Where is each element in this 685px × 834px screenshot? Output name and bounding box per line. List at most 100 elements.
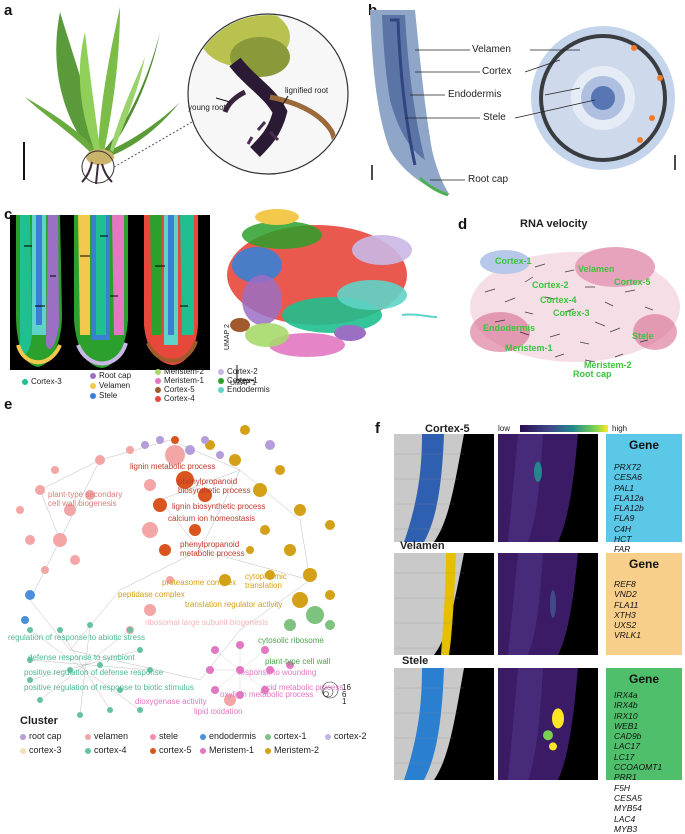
- root-section-images: [370, 10, 676, 197]
- f-cluster-highlight-image: [394, 434, 494, 542]
- legend-label: Meristem-1: [164, 376, 205, 385]
- legend-swatch: [155, 377, 161, 384]
- gene-box-title: Gene: [628, 672, 659, 686]
- legend-swatch: [218, 377, 224, 384]
- go-term-acid-meta: acid metabolic process: [262, 683, 344, 692]
- rna-velocity-title: RNA velocity: [520, 218, 588, 230]
- go-term-cytosolic: cytosolic ribosome: [258, 636, 324, 645]
- legend-swatch: [155, 395, 161, 402]
- legend-label: Endodermis: [227, 385, 270, 394]
- legend-label: Cortex-3: [31, 377, 62, 386]
- gene-name: IRX4b: [614, 700, 638, 711]
- go-term-plant-secondary: plant-type secondary cell wall biogenesi…: [48, 490, 123, 508]
- stele-label: Stele: [483, 112, 506, 123]
- endodermis-label: Endodermis: [448, 89, 502, 100]
- cluster-legend-item: endodermis: [200, 731, 256, 741]
- gene-name: IRX10: [614, 710, 638, 721]
- gene-name: PRR1: [614, 772, 637, 783]
- cortex-label: Cortex: [482, 66, 512, 77]
- cluster-label: stele: [159, 731, 179, 741]
- gene-name: MYB54: [614, 803, 642, 814]
- young-root-label: young root: [188, 103, 226, 112]
- go-term-pos-biotic-response: positive regulation of defense response: [24, 668, 164, 677]
- plant-illustration: [23, 7, 349, 185]
- gene-name: REF8: [614, 579, 636, 589]
- legend-c-item: Root cap: [90, 371, 131, 380]
- lignified-root-label: lignified root: [285, 86, 329, 95]
- legend-label: Meristem-2: [164, 367, 205, 376]
- gene-name: CESA6: [614, 472, 642, 483]
- go-enrichment-network: [16, 425, 339, 718]
- gene-box-title: Gene: [628, 438, 659, 452]
- rna-velocity-plot: [470, 247, 680, 363]
- panel-a-letter: a: [4, 2, 13, 19]
- cluster-label: Meristem-2: [274, 745, 320, 755]
- panel-f-letter: f: [375, 420, 380, 437]
- cluster-legend-item: cortex-3: [20, 745, 62, 755]
- legend-c-item: Meristem-1: [155, 376, 204, 385]
- gene-name: FLA9: [614, 513, 635, 524]
- go-term-reg-abiotic: regulation of response to abiotic stress: [8, 633, 145, 642]
- cluster-swatch: [150, 747, 156, 754]
- cluster-swatch: [325, 733, 331, 740]
- cluster-label: cortex-4: [94, 745, 127, 755]
- gene-name: PAL1: [614, 482, 635, 493]
- cluster-label: cortex-1: [274, 731, 307, 741]
- cluster-legend-item: Meristem-2: [265, 745, 319, 755]
- go-term-oxylipin: oxylipin metabolic process: [220, 690, 314, 699]
- go-term-plant-cell-wall: plant-type cell wall: [265, 657, 331, 666]
- legend-c-item: Cortex-5: [155, 385, 195, 394]
- velocity-cluster-label: Cortex-4: [540, 295, 577, 305]
- gene-name: UXS2: [614, 620, 637, 631]
- cluster-label: cortex-3: [29, 745, 62, 755]
- f-row-title: Cortex-5: [425, 423, 470, 435]
- go-term-proteasome: proteasome complex: [162, 578, 237, 587]
- go-term-cytoplasmic: cytoplasmic translation: [245, 572, 287, 590]
- gene-name: HCT: [614, 534, 632, 545]
- go-term-phenyl-meta: phenylpropanoid metabolic process: [180, 540, 245, 558]
- legend-label: Velamen: [99, 381, 131, 390]
- cluster-swatch: [20, 733, 26, 740]
- legend-swatch: [22, 378, 28, 385]
- go-term-pos-biotic-stimulus: positive regulation of response to bioti…: [24, 683, 194, 692]
- velocity-cluster-label: Endodermis: [483, 323, 536, 333]
- f-expression-image: [498, 434, 598, 542]
- velocity-cluster-label: Cortex-1: [495, 256, 532, 266]
- f-expression-image: [498, 668, 598, 780]
- velocity-cluster-label: Stele: [632, 331, 654, 341]
- f-expression-image: [498, 553, 598, 655]
- legend-swatch: [218, 368, 224, 375]
- legend-swatch: [155, 386, 161, 393]
- legend-swatch: [90, 372, 96, 379]
- go-term-phenylpropanoid-bio: phenylpropanoid biosynthetic process: [178, 477, 251, 495]
- legend-label: Stele: [99, 391, 118, 400]
- gene-name: FAR: [614, 544, 631, 555]
- gene-name: FLA11: [614, 599, 639, 610]
- gene-name: VRLK1: [614, 630, 641, 641]
- go-term-lipid-ox: lipid oxidation: [194, 707, 243, 716]
- gene-name: F5H: [614, 782, 631, 793]
- cluster-label: endodermis: [209, 731, 257, 741]
- umap-scatter: [227, 209, 438, 381]
- cluster-legend-item: cortex-2: [325, 731, 367, 741]
- gene-name: CCOAOMT1: [614, 762, 663, 773]
- cluster-swatch: [85, 733, 91, 740]
- legend-c-item: Cortex-2: [218, 367, 258, 376]
- f-row-title: Velamen: [400, 540, 445, 552]
- cluster-label: cortex-2: [334, 731, 367, 741]
- panel-e-letter: e: [4, 396, 13, 413]
- gene-name: LC17: [614, 751, 635, 762]
- expression-colorbar: [520, 425, 608, 432]
- gene-name: PRX72: [614, 462, 641, 472]
- velocity-cluster-label: Meristem-2: [584, 360, 632, 370]
- velocity-cluster-label: Meristem-1: [505, 343, 553, 353]
- legend-swatch: [218, 386, 224, 393]
- legend-c-item: Stele: [90, 391, 117, 400]
- cluster-label: root cap: [29, 731, 62, 741]
- legend-c-item: Cortex-4: [155, 394, 195, 403]
- f-cluster-highlight-image: [394, 668, 494, 780]
